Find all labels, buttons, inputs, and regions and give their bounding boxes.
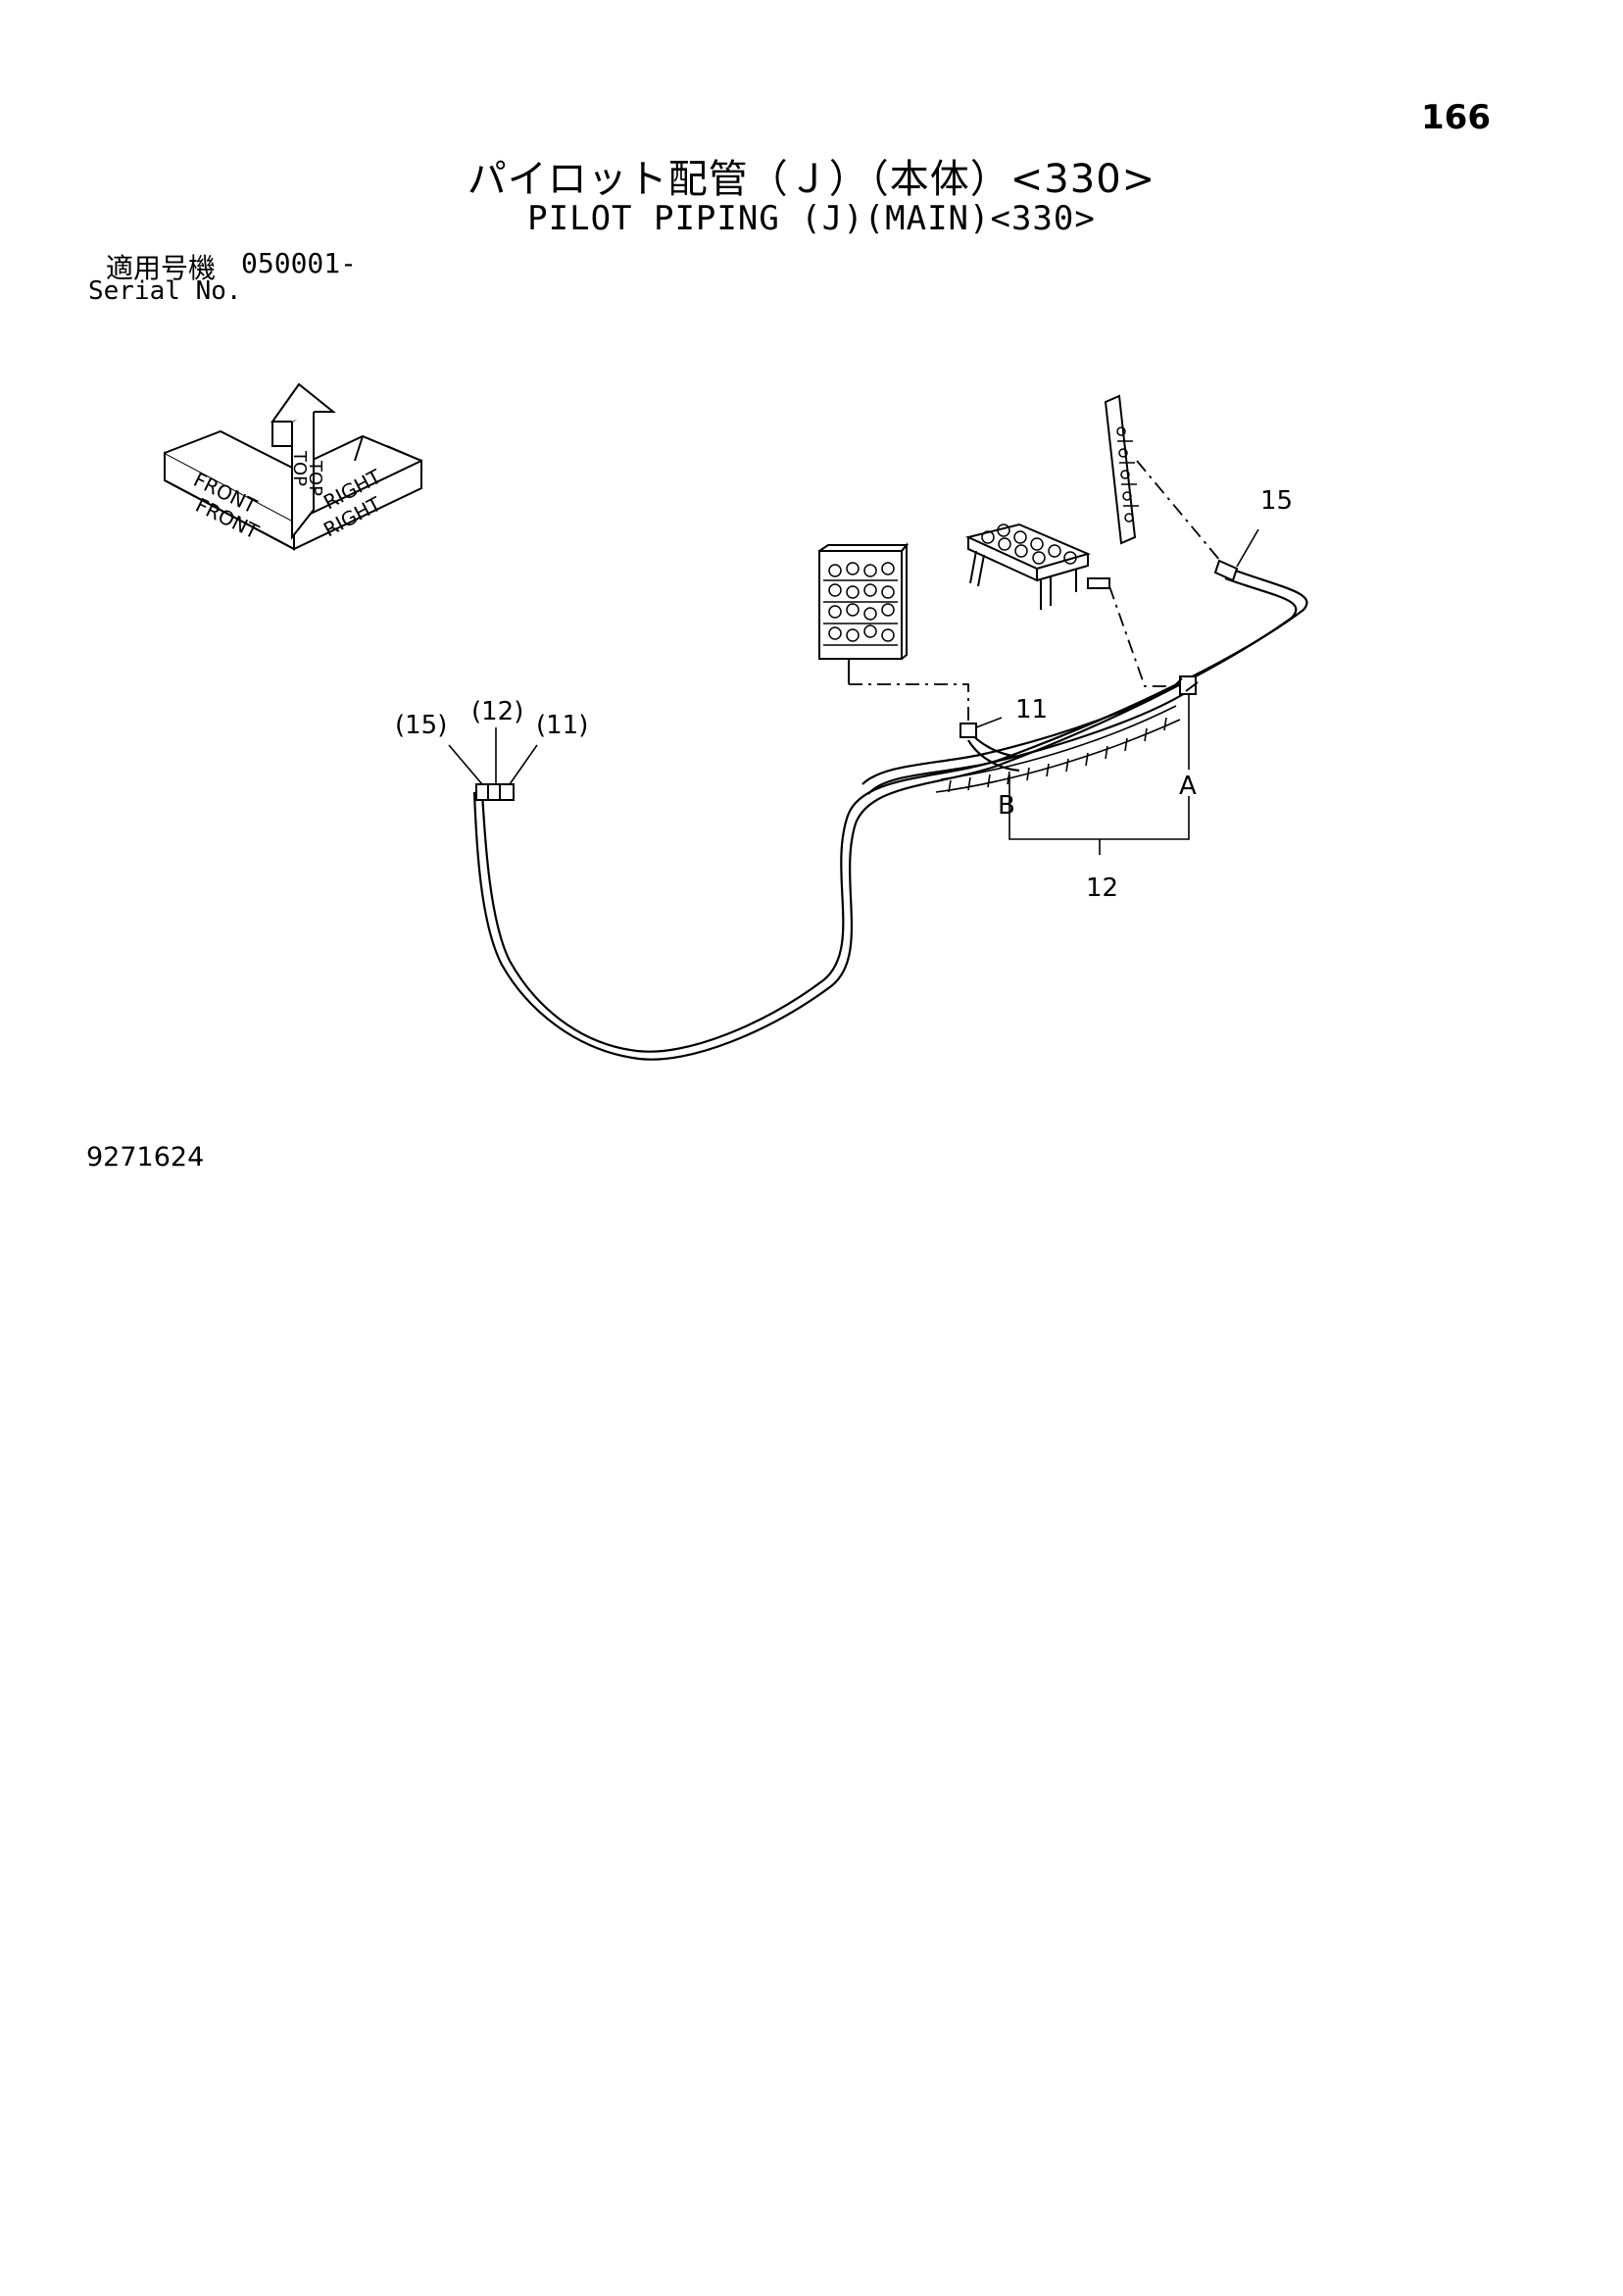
serial-value: 050001- <box>241 247 358 279</box>
label-top-1: TOP <box>289 450 310 486</box>
hose-protector <box>935 705 1181 793</box>
serial-label-ja: 適用号機 <box>106 252 217 284</box>
page-number: 166 <box>1421 98 1491 137</box>
callout-15: 15 <box>1260 486 1293 516</box>
label-top-2: TOP <box>305 460 325 496</box>
callout-leaders <box>448 528 1259 855</box>
pilot-hose-bundle <box>472 567 1308 1061</box>
fittings <box>475 559 1239 801</box>
callout-12: 12 <box>1086 873 1118 903</box>
solenoid-valve-bank <box>1104 394 1139 545</box>
title-english: PILOT PIPING (J)(MAIN)<330> <box>527 199 1096 238</box>
callout-paren-12: (12) <box>471 697 523 726</box>
title-japanese: パイロット配管（Ｊ）（本体）<330> <box>467 157 1156 202</box>
callout-paren-11: (11) <box>536 711 588 740</box>
callout-b: B <box>998 791 1015 821</box>
document-number: 9271624 <box>86 1142 205 1173</box>
orientation-indicator: FRONT FRONT TOP TOP RIGHT RIGHT <box>164 382 422 551</box>
pilot-valve <box>964 523 1110 610</box>
callout-paren-15: (15) <box>395 711 447 740</box>
leader-lines <box>849 460 1226 725</box>
callout-11: 11 <box>1015 695 1048 724</box>
control-valve-block <box>818 542 910 684</box>
callout-a: A <box>1179 772 1197 801</box>
serial-label-en: Serial No. <box>88 276 242 306</box>
